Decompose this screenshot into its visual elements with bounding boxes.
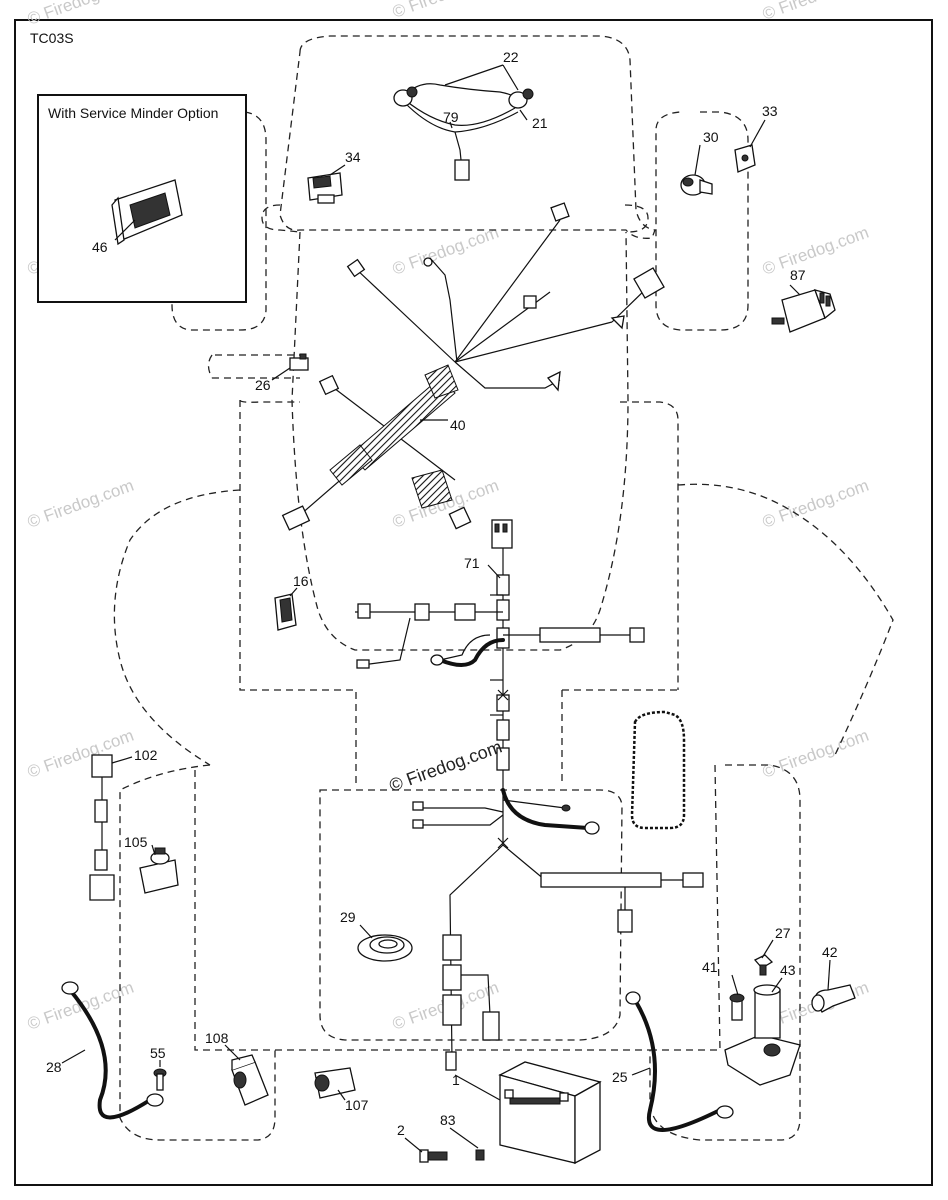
watermark-tile: © Firedog.com	[390, 223, 501, 279]
bolt-55	[153, 1068, 167, 1091]
diagram-code: TC03S	[30, 30, 74, 46]
callout-29: 29	[340, 909, 356, 925]
battery-1	[498, 1061, 602, 1165]
upper-harness	[346, 202, 665, 392]
callout-55: 55	[150, 1045, 166, 1061]
connector-26	[289, 353, 309, 371]
watermark-main: © Firedog.com	[387, 736, 505, 795]
harness-71	[355, 519, 645, 790]
nut-83	[475, 1149, 485, 1161]
headlight-harness	[393, 83, 534, 181]
callout-71: 71	[464, 555, 480, 571]
callout-107: 107	[345, 1097, 369, 1113]
callout-79: 79	[443, 109, 459, 125]
hour-meter-display	[111, 179, 183, 246]
cable-28	[61, 981, 164, 1120]
callout-30: 30	[703, 129, 719, 145]
service-minder-inset: With Service Minder Option	[37, 94, 247, 303]
callout-27: 27	[775, 925, 791, 941]
module-33	[734, 144, 756, 173]
diagram-border	[14, 19, 933, 1186]
watermark-tile: © Firedog.com	[25, 476, 136, 532]
callout-25: 25	[612, 1069, 628, 1085]
component-16	[274, 593, 297, 631]
callout-28: 28	[46, 1059, 62, 1075]
watermark-tile: © Firedog.com	[760, 726, 871, 782]
switch-30	[680, 174, 713, 196]
main-harness-40	[281, 364, 472, 531]
callout-22: 22	[503, 49, 519, 65]
callout-108: 108	[205, 1030, 229, 1046]
switch-108	[231, 1054, 269, 1106]
relay-87	[771, 289, 836, 333]
callout-16: 16	[293, 573, 309, 589]
leader-lines	[61, 64, 831, 1153]
callout-1: 1	[452, 1072, 460, 1088]
callout-33: 33	[762, 103, 778, 119]
watermark-tile: © Firedog.com	[760, 476, 871, 532]
grommet-29	[357, 934, 413, 962]
tractor-outline	[113, 35, 894, 1141]
callout-87: 87	[790, 267, 806, 283]
callout-41: 41	[702, 959, 718, 975]
callout-102: 102	[134, 747, 158, 763]
callout-2: 2	[397, 1122, 405, 1138]
callout-43: 43	[780, 962, 796, 978]
ignition-switch	[307, 172, 343, 204]
relay-102	[89, 754, 115, 901]
starter-solenoid	[724, 954, 801, 1086]
callout-42: 42	[822, 944, 838, 960]
solenoid-105	[139, 847, 179, 894]
bolt-2	[419, 1149, 448, 1163]
component-107	[314, 1067, 356, 1099]
callout-40: 40	[450, 417, 466, 433]
watermark-tile: © Firedog.com	[760, 223, 871, 279]
inset-title: With Service Minder Option	[48, 105, 218, 121]
terminal-boot-42	[811, 984, 856, 1013]
callout-26: 26	[255, 377, 271, 393]
callout-labels: 22 79 21 34 30 33 46 87 26 40 71 16 102 …	[46, 49, 838, 1138]
watermark-tile: © Firedog.com	[25, 0, 136, 29]
watermark-tile: © Firedog.com	[390, 0, 501, 22]
callout-83: 83	[440, 1112, 456, 1128]
callout-46: 46	[92, 239, 108, 255]
fuel-area-outline	[630, 710, 686, 830]
callout-21: 21	[532, 115, 548, 131]
lower-harness	[412, 788, 704, 1071]
callout-105: 105	[124, 834, 148, 850]
callout-34: 34	[345, 149, 361, 165]
watermark-tile: © Firedog.com	[25, 726, 136, 782]
cable-25	[625, 991, 734, 1132]
